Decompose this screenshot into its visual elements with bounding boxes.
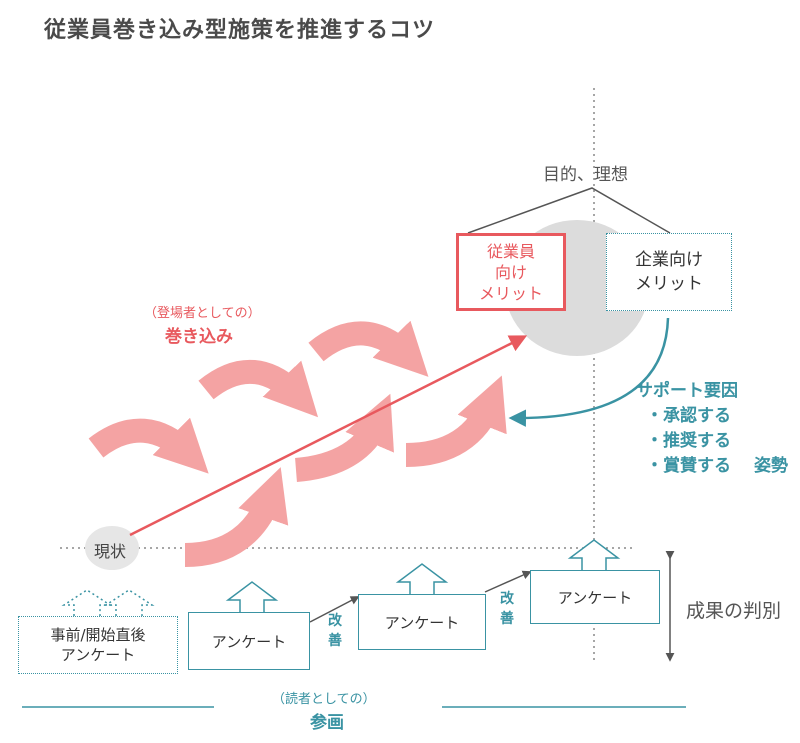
participation-sub-label: （読者としての） [272,692,376,707]
support-extra: 姿勢 [754,456,788,476]
employee-benefit-line-1: 従業員 [486,241,535,261]
support-arrow [508,317,670,427]
survey-box-3: アンケート [530,570,660,624]
involvement-main-label: 巻き込み [165,327,233,347]
survey-box-2-label: アンケート [384,613,460,632]
progress-arrow [129,335,528,537]
involvement-arrow-3 [308,320,429,377]
goal-label: 目的、理想 [543,165,628,185]
outcome-label: 成果の判別 [686,600,782,622]
support-heading: サポート要因 [636,381,738,401]
involvement-arrow-5 [294,393,394,482]
company-benefit-box: 企業向け メリット [606,233,732,311]
support-item-2: ・推奨する [646,431,731,451]
improve-label-1-char-1: 改 [328,613,342,629]
employee-benefit-line-3: メリット [478,283,543,303]
survey-box-1-label: アンケート [211,632,287,651]
current-state-label: 現状 [94,542,127,561]
participation-main-label: 参画 [310,713,344,733]
pre-survey-line-2: アンケート [60,646,136,664]
involvement-arrow-1 [88,417,209,474]
pre-survey-line-1: 事前/開始直後 [50,626,146,644]
improve-label-1-char-2: 善 [328,633,342,649]
involvement-arrow-6 [405,375,507,467]
page-title: 従業員巻き込み型施策を推進するコツ [44,18,436,43]
current-state-circle [85,526,139,570]
survey-up-arrow-3 [567,539,621,570]
improve-label-2-char-1: 改 [500,591,514,607]
pre-survey-box: 事前/開始直後 アンケート [18,616,178,674]
survey-box-2: アンケート [358,594,486,650]
survey-box-1: アンケート [188,612,310,670]
survey-box-3-label: アンケート [557,588,633,607]
involvement-arrow-2 [198,359,319,418]
pre-survey-up-arrow-2 [103,589,155,616]
company-benefit-line-1: 企業向け [635,250,703,270]
goal-bracket [467,187,671,234]
survey-connector-2 [484,570,532,593]
involvement-sub-label: （登場者としての） [144,306,261,321]
support-item-1: ・承認する [646,406,731,426]
company-benefit-line-2: メリット [635,274,703,294]
survey-up-arrow-1 [225,581,279,612]
employee-benefit-line-2: 向け [494,262,527,282]
pre-survey-up-arrow-1 [61,589,113,616]
improve-label-2-char-2: 善 [500,611,514,627]
survey-up-arrow-2 [395,563,449,594]
involvement-arrow-4 [184,467,289,567]
employee-benefit-box: 従業員 向け メリット [456,233,566,311]
survey-connector-1 [309,596,360,623]
support-item-3: ・賞賛する [646,456,731,476]
